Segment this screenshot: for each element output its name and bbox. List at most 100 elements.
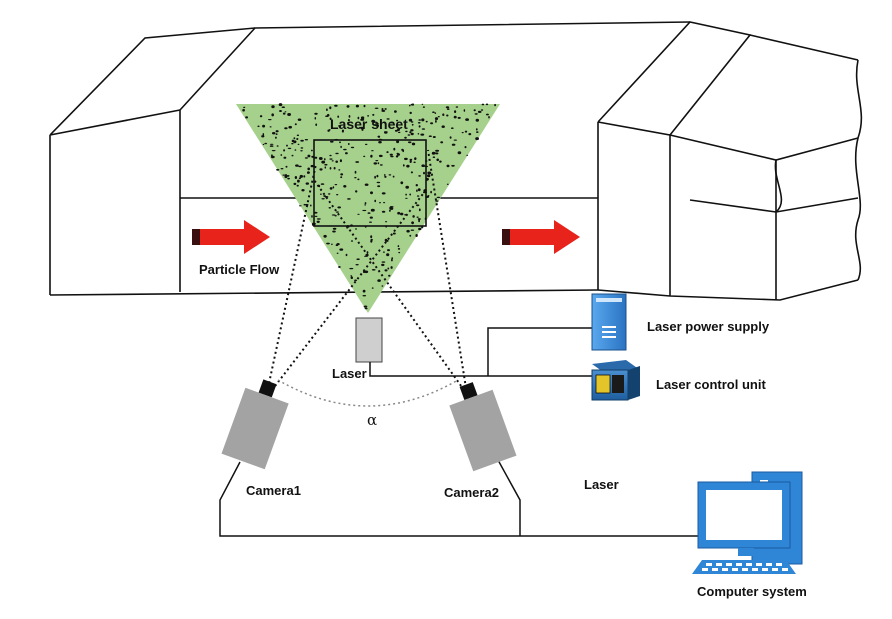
particle-dot	[397, 248, 401, 250]
particle-dot	[411, 221, 414, 225]
particle-dot	[271, 150, 276, 152]
particle-dot	[400, 181, 404, 185]
particle-dot	[311, 215, 313, 218]
particle-dot	[293, 140, 297, 144]
particle-dot	[384, 175, 387, 178]
particle-dot	[406, 164, 410, 168]
particle-dot	[316, 218, 321, 220]
particle-dot	[393, 147, 396, 151]
particle-dot	[411, 123, 414, 126]
particle-dot	[298, 165, 302, 168]
particle-dot	[464, 130, 468, 133]
particle-dot	[275, 136, 277, 139]
particle-dot	[338, 125, 342, 127]
particle-dot	[457, 116, 461, 119]
particle-dot	[286, 144, 288, 147]
particle-dot	[397, 245, 400, 248]
particle-dot	[279, 110, 282, 112]
particle-dot	[364, 204, 367, 206]
particle-dot	[410, 129, 414, 132]
particle-dot	[346, 122, 350, 124]
camera-view-lines	[267, 149, 467, 391]
particle-flow-label: Particle Flow	[199, 262, 280, 277]
particle-dot	[465, 118, 469, 121]
particle-dot	[409, 160, 412, 163]
diffuser-inner	[689, 197, 859, 213]
particle-dot	[384, 108, 387, 110]
particle-dot	[269, 143, 274, 145]
particle-dot	[314, 215, 318, 217]
particle-dot	[304, 157, 308, 159]
particle-dot	[391, 258, 393, 262]
particle-dot	[361, 128, 364, 131]
interrogation-window	[313, 139, 427, 227]
particle-dot	[284, 127, 288, 130]
particle-dot	[416, 195, 420, 197]
particle-dot	[432, 111, 435, 113]
particle-dot	[304, 139, 309, 141]
particle-dot	[434, 117, 439, 121]
particle-dot	[418, 119, 422, 121]
particle-dot	[329, 154, 332, 157]
particle-dot	[287, 147, 292, 150]
particle-dot	[341, 129, 345, 131]
particle-dot	[324, 166, 327, 169]
particle-dot	[328, 129, 331, 131]
particle-dot	[389, 153, 393, 156]
particle-dot	[396, 152, 399, 155]
particle-dot	[437, 116, 440, 118]
particle-dot	[310, 164, 314, 168]
particle-dot	[360, 126, 364, 130]
particle-dot	[379, 164, 383, 166]
contraction-wall	[179, 21, 691, 292]
particle-dot	[414, 157, 417, 161]
particle-dot	[416, 204, 420, 207]
particle-dot	[394, 110, 397, 113]
particle-dot	[417, 122, 421, 124]
particle-dot	[364, 270, 369, 274]
particle-dot	[378, 202, 382, 204]
particle-dot	[335, 152, 339, 155]
particle-dot	[413, 161, 416, 164]
particle-dot	[357, 116, 360, 120]
particle-dot	[281, 106, 285, 108]
cable-power-supply	[487, 327, 592, 376]
particle-dot	[314, 156, 318, 159]
particle-dot	[381, 263, 385, 267]
particle-dot	[296, 184, 299, 187]
particle-dot	[415, 184, 418, 187]
particle-dot	[440, 141, 444, 144]
particle-dot	[390, 121, 395, 124]
particle-dot	[321, 198, 325, 200]
particle-dot	[475, 137, 479, 141]
particle-dot	[330, 140, 334, 143]
particle-dot	[319, 168, 323, 171]
particle-dot	[261, 135, 265, 138]
particle-dot	[287, 113, 291, 116]
particle-dot	[331, 160, 334, 162]
particle-dot	[410, 121, 414, 123]
particle-dot	[288, 125, 293, 129]
particle-dot	[386, 151, 389, 154]
particle-dot	[362, 270, 366, 274]
test-section-bottom-line	[49, 289, 599, 296]
particle-dot	[332, 186, 335, 189]
laser-label: Laser	[332, 366, 367, 381]
particle-dot	[297, 179, 300, 183]
particle-dot	[409, 131, 412, 134]
particle-dot	[378, 141, 382, 144]
particle-dot	[385, 221, 388, 223]
particle-dot	[477, 110, 482, 113]
particle-dot	[350, 146, 355, 149]
particle-dot	[370, 239, 373, 242]
particle-dot	[388, 274, 391, 277]
particle-dot	[475, 128, 478, 131]
particle-dot	[355, 264, 359, 266]
particle-dot	[446, 183, 449, 185]
particle-dot	[326, 108, 328, 111]
particle-dot	[307, 171, 310, 174]
laser-control-unit-icon	[591, 360, 640, 401]
particle-dot	[321, 160, 326, 164]
particle-dot	[377, 135, 381, 138]
